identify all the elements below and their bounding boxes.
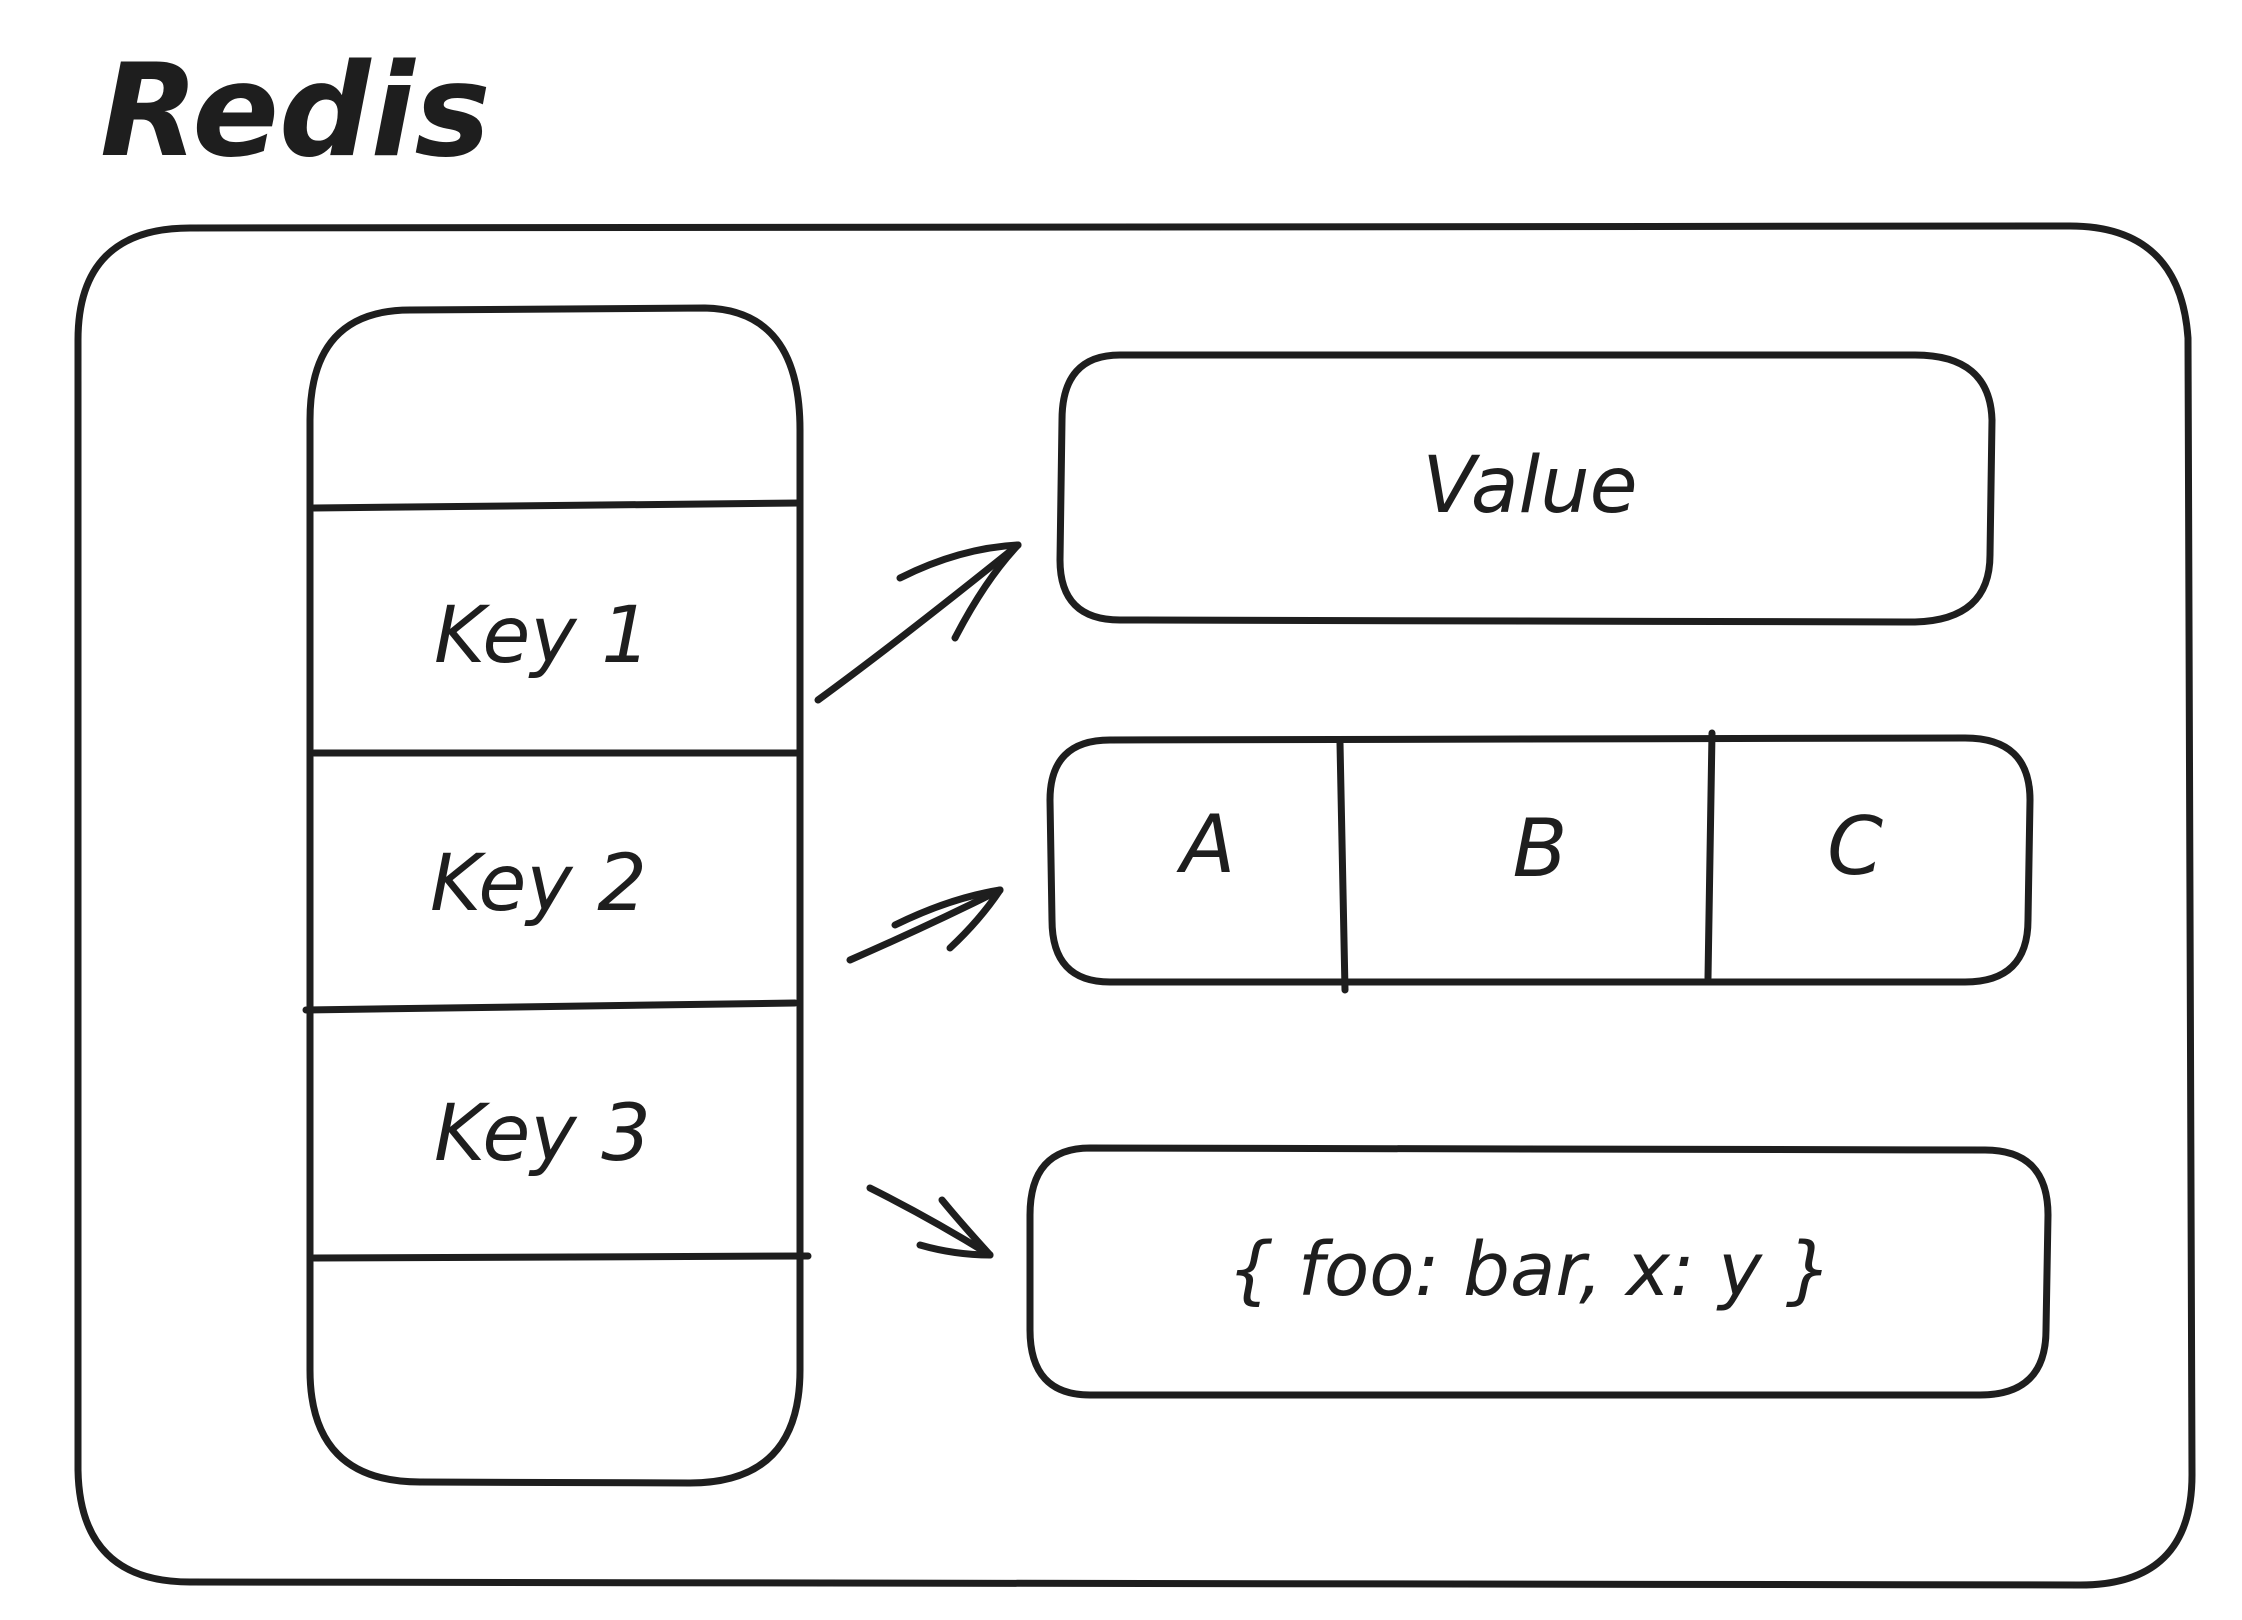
arrow-key3-to-hash (866, 1184, 994, 1259)
string-value-box (1056, 351, 1996, 626)
list-divider-1 (1336, 739, 1349, 994)
diagram-title: Redis (100, 37, 491, 186)
key-divider-4 (310, 1252, 812, 1262)
string-value-text: Value (1422, 441, 1637, 531)
redis-container (74, 222, 2196, 1589)
key-divider-1 (310, 499, 804, 512)
key-column (306, 304, 804, 1487)
list-item-b: B (1513, 802, 1568, 895)
key-divider-3 (302, 999, 799, 1014)
list-item-c: C (1827, 800, 1883, 893)
hash-value-text: { foo: bar, x: y } (1227, 1227, 1832, 1313)
key-label-2: Key 2 (430, 839, 647, 929)
key-label-3: Key 3 (434, 1089, 651, 1179)
list-item-a: A (1176, 798, 1236, 891)
key-label-1: Key 1 (434, 591, 651, 681)
list-value-box (1046, 734, 2034, 986)
arrow-key2-to-list (846, 886, 1004, 964)
arrow-key1-to-value (814, 541, 1022, 704)
hash-value-box (1026, 1144, 2052, 1399)
list-divider-2 (1704, 729, 1716, 982)
